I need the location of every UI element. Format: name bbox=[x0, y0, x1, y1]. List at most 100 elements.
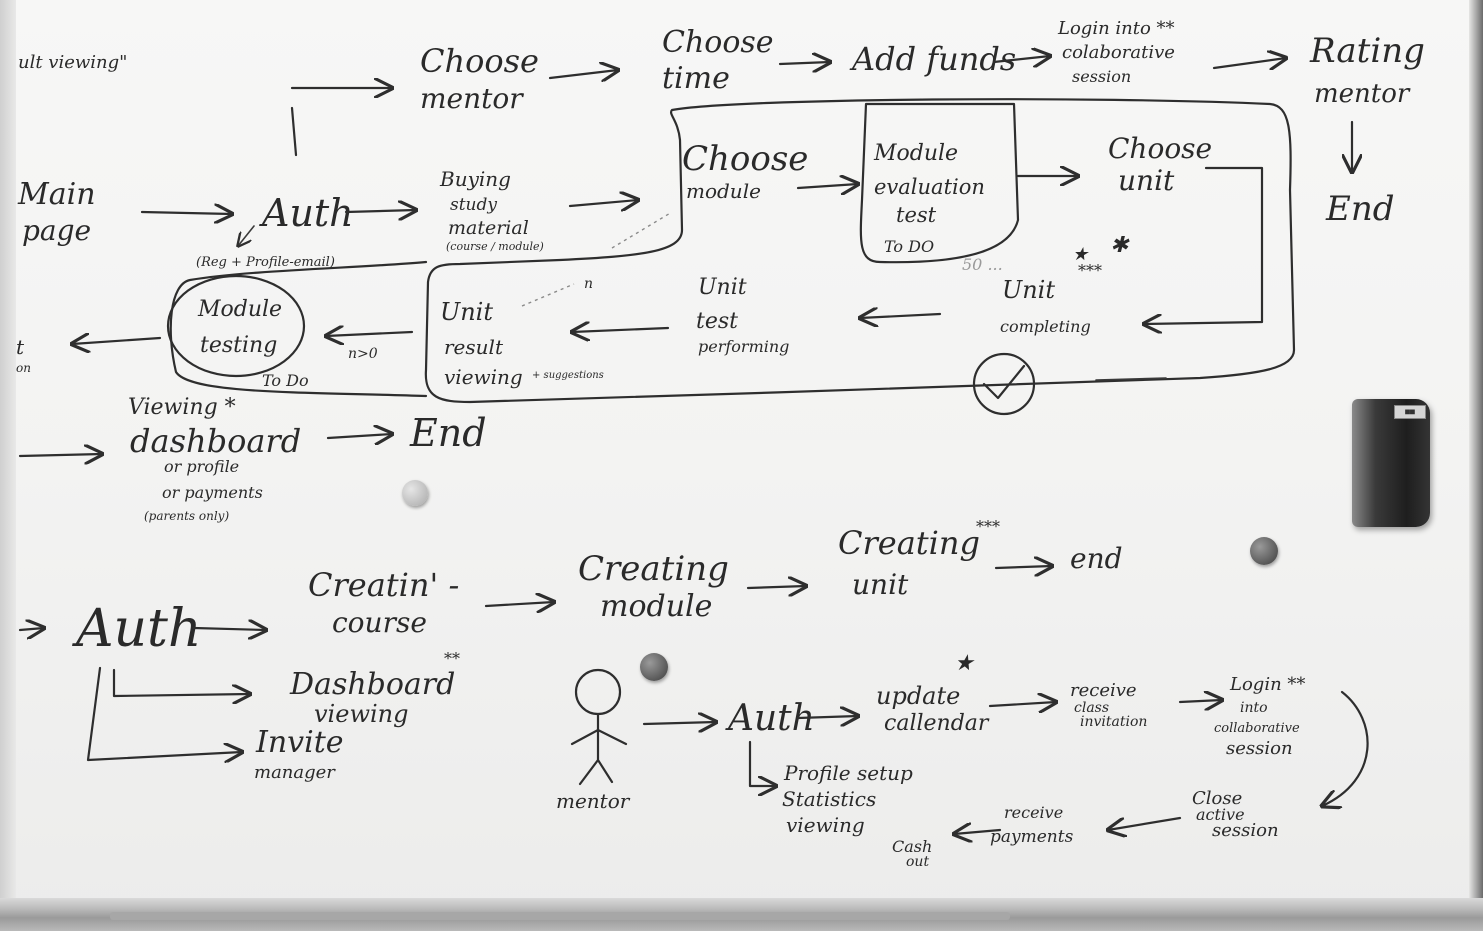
svg-text:Unit: Unit bbox=[698, 275, 747, 300]
arrow-auth-to-course bbox=[192, 628, 266, 630]
module-loop-outline bbox=[424, 98, 1296, 404]
svg-text:active: active bbox=[1196, 805, 1245, 824]
magnet-dark-right bbox=[1250, 537, 1278, 565]
svg-text:***: *** bbox=[976, 517, 1000, 536]
svg-text:viewing: viewing bbox=[444, 365, 523, 389]
svg-text:viewing: viewing bbox=[314, 700, 408, 728]
fragment-left-edge: t on bbox=[16, 335, 31, 375]
arrow-curve-login-to-close bbox=[1322, 690, 1369, 806]
svg-text:session: session bbox=[1212, 820, 1279, 841]
arrow-auth-to-calendar bbox=[796, 716, 858, 718]
svg-text:**: ** bbox=[444, 649, 460, 668]
arrow-main-to-auth bbox=[140, 212, 232, 214]
svg-text:invitation: invitation bbox=[1080, 714, 1147, 730]
arrow-into-dashboard bbox=[18, 454, 102, 456]
node-viewing-dashboard: Viewing * dashboard or profile or paymen… bbox=[128, 395, 301, 523]
node-rating-mentor: Rating mentor bbox=[1309, 31, 1425, 109]
arrow-result-to-testing bbox=[326, 332, 414, 336]
svg-text:testing: testing bbox=[200, 333, 277, 358]
auth-note: (Reg + Profile-email) bbox=[196, 255, 335, 270]
eval-todo: To DO bbox=[884, 237, 934, 256]
svg-text:session: session bbox=[1072, 67, 1131, 86]
svg-text:page: page bbox=[22, 214, 91, 247]
svg-text:Choose: Choose bbox=[662, 25, 774, 60]
svg-text:★: ★ bbox=[1072, 244, 1089, 265]
node-end-creator: end bbox=[1070, 542, 1123, 575]
node-auth-creator: Auth bbox=[72, 599, 201, 659]
node-auth-top: Auth bbox=[259, 191, 354, 235]
svg-text:Statistics: Statistics bbox=[782, 787, 876, 811]
svg-text:course: course bbox=[332, 606, 427, 639]
node-profile-setup: Profile setup Statistics viewing bbox=[782, 761, 913, 837]
svg-text:collaborative: collaborative bbox=[1214, 721, 1300, 736]
svg-text:unit: unit bbox=[852, 568, 909, 601]
arrow-time-to-funds bbox=[778, 62, 830, 64]
arrow-unit-to-end bbox=[994, 566, 1052, 568]
arrow-module-to-eval bbox=[796, 184, 858, 188]
node-module-evaluation-test: Module evaluation test bbox=[873, 141, 985, 227]
arrow-payments-to-cashout bbox=[954, 830, 1002, 834]
svg-text:dashboard: dashboard bbox=[130, 422, 301, 460]
node-module-testing: Module testing bbox=[197, 297, 282, 358]
svg-text:Unit: Unit bbox=[440, 298, 493, 326]
n-note: n bbox=[584, 276, 593, 292]
dotted-link-result bbox=[521, 283, 575, 307]
svg-text:(course / module): (course / module) bbox=[446, 240, 544, 253]
dotted-link-buying bbox=[611, 211, 673, 249]
svg-text:Invite: Invite bbox=[255, 725, 344, 760]
svg-text:✱: ✱ bbox=[1110, 233, 1130, 258]
board-right-frame bbox=[1469, 0, 1483, 931]
checkmark-icon bbox=[982, 364, 1026, 400]
arrow-into-creator-auth bbox=[18, 628, 44, 630]
marker-tray bbox=[110, 912, 1010, 920]
svg-text:Profile setup: Profile setup bbox=[783, 761, 913, 785]
svg-text:★: ★ bbox=[954, 651, 975, 676]
svg-text:Login into **: Login into ** bbox=[1057, 18, 1175, 39]
svg-text:out: out bbox=[906, 854, 929, 870]
node-end-dashboard: End bbox=[409, 411, 487, 455]
svg-text:Buying: Buying bbox=[439, 167, 511, 191]
magnet-light bbox=[402, 480, 428, 506]
magnet-dark-center bbox=[640, 653, 668, 681]
svg-text:time: time bbox=[662, 61, 730, 96]
mentor-label: mentor bbox=[556, 789, 631, 813]
svg-text:on: on bbox=[16, 361, 31, 375]
svg-text:(parents only): (parents only) bbox=[144, 509, 229, 523]
svg-text:evaluation: evaluation bbox=[874, 175, 985, 199]
svg-text:Module: Module bbox=[197, 297, 282, 322]
n-greater-zero: n>0 bbox=[348, 346, 378, 362]
node-close-session: Close active session bbox=[1192, 788, 1279, 841]
svg-text:Module: Module bbox=[873, 141, 958, 166]
mentor-stick-figure bbox=[570, 668, 628, 786]
node-login-collab-mentor: Login ** into collaborative session bbox=[1214, 674, 1305, 759]
svg-text:callendar: callendar bbox=[884, 711, 990, 736]
svg-text:Choose: Choose bbox=[420, 42, 539, 80]
board-left-edge bbox=[0, 0, 16, 931]
fragment-top-left: ult viewing" bbox=[18, 52, 127, 73]
svg-text:Viewing *: Viewing * bbox=[128, 395, 236, 420]
svg-text:session: session bbox=[1226, 738, 1293, 759]
svg-text:result: result bbox=[444, 335, 504, 359]
svg-text:or profile: or profile bbox=[164, 457, 239, 476]
node-add-funds: Add funds bbox=[849, 40, 1016, 78]
testing-todo: To Do bbox=[262, 371, 309, 390]
svg-text:receive: receive bbox=[1070, 680, 1137, 701]
svg-text:Unit: Unit bbox=[1002, 276, 1055, 304]
node-end-top-right: End bbox=[1325, 189, 1394, 229]
svg-text:receive: receive bbox=[1004, 803, 1063, 822]
svg-text:t: t bbox=[16, 335, 25, 359]
svg-text:Cash: Cash bbox=[892, 837, 932, 856]
svg-text:into: into bbox=[1240, 700, 1268, 716]
svg-text:unit: unit bbox=[1118, 164, 1175, 197]
svg-text:viewing: viewing bbox=[786, 813, 865, 837]
whiteboard-eraser bbox=[1352, 399, 1430, 527]
arrow-login-to-rating bbox=[1212, 58, 1286, 68]
branch-auth-to-profile bbox=[748, 740, 776, 786]
svg-text:study: study bbox=[450, 195, 497, 215]
arrow-dashboard-to-end bbox=[326, 434, 392, 438]
svg-text:test: test bbox=[696, 309, 738, 334]
svg-text:test: test bbox=[896, 203, 937, 227]
svg-text:performing: performing bbox=[698, 337, 789, 356]
arrow-testing-to-left bbox=[72, 338, 162, 344]
